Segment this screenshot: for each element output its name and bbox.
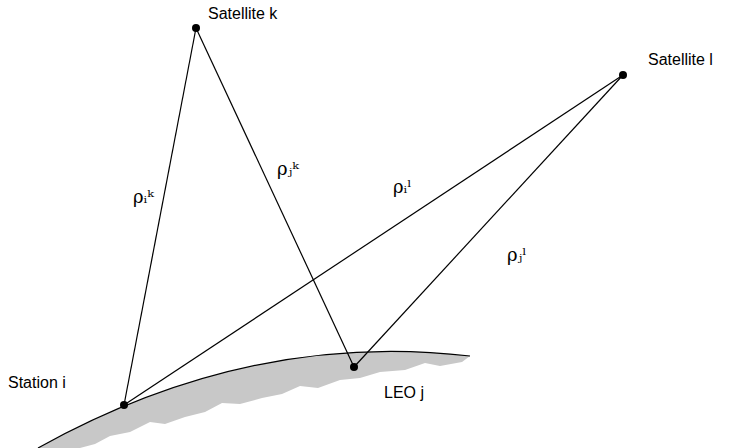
point-dot: [120, 401, 128, 409]
point-name: LEO j: [384, 383, 424, 402]
range-line: [124, 28, 196, 405]
point-label: Satellite k: [208, 4, 277, 23]
earth-ground: [38, 351, 470, 448]
point-label: Station i: [8, 373, 66, 392]
range-label: ρᵢᵏ: [132, 186, 155, 208]
point-name: Satellite k: [208, 4, 277, 23]
range-label: ρⱼᵏ: [276, 158, 300, 180]
point-dot: [619, 71, 627, 79]
point-label: LEO j: [384, 383, 424, 402]
range-line: [354, 75, 623, 367]
point-label: Satellite l: [648, 50, 713, 69]
point-name: Station i: [8, 373, 66, 392]
range-line: [196, 28, 354, 367]
point-name: Satellite l: [648, 50, 713, 69]
point-dot: [350, 363, 358, 371]
range-line: [124, 75, 623, 405]
range-label: ρᵢˡ: [392, 176, 413, 198]
earth-surface: [38, 351, 470, 448]
point-dot: [192, 24, 200, 32]
range-label: ρⱼˡ: [506, 244, 528, 266]
